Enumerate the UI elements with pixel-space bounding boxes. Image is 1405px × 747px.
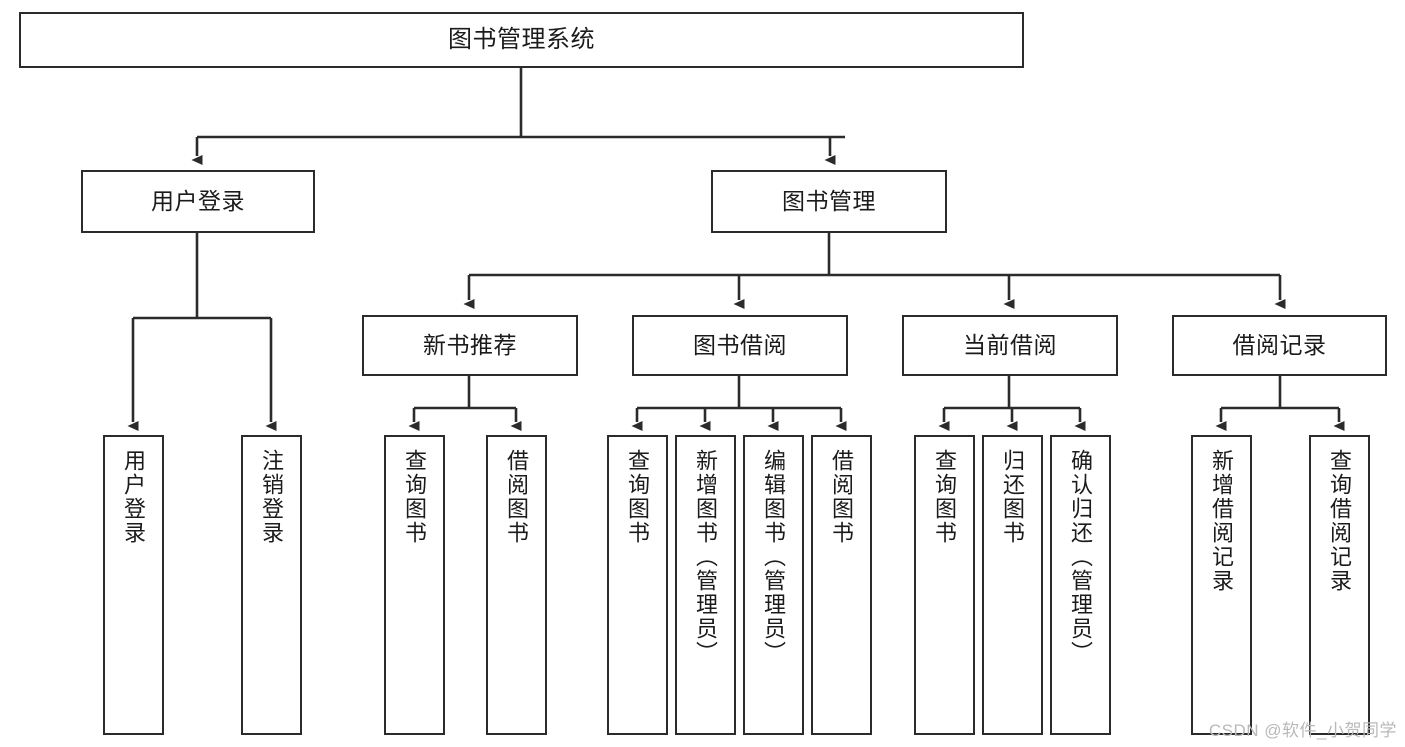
node-label: 新书推荐 (423, 331, 517, 358)
leaf-query-book-current[interactable]: 查询图书 (914, 435, 975, 735)
leaf-query-borrowing-record[interactable]: 查询借阅记录 (1309, 435, 1370, 735)
node-label: 图书管理系统 (448, 25, 595, 53)
node-root-book-management-system[interactable]: 图书管理系统 (19, 12, 1024, 68)
node-label: 编辑图书（管理员） (761, 449, 787, 665)
node-label: 图书管理 (782, 187, 876, 214)
leaf-query-book-recommendation[interactable]: 查询图书 (384, 435, 445, 735)
node-label: 借阅图书 (504, 449, 530, 545)
node-user-login[interactable]: 用户登录 (81, 170, 315, 233)
node-new-book-recommendation[interactable]: 新书推荐 (362, 315, 578, 376)
node-label: 确认归还（管理员） (1068, 449, 1094, 665)
leaf-add-book-admin[interactable]: 新增图书（管理员） (675, 435, 736, 735)
node-label: 借阅图书 (829, 449, 855, 545)
node-current-borrowing[interactable]: 当前借阅 (902, 315, 1118, 376)
leaf-return-book[interactable]: 归还图书 (982, 435, 1043, 735)
node-label: 当前借阅 (963, 331, 1057, 358)
leaf-edit-book-admin[interactable]: 编辑图书（管理员） (743, 435, 804, 735)
node-label: 查询图书 (932, 449, 958, 545)
leaf-add-borrowing-record[interactable]: 新增借阅记录 (1191, 435, 1252, 735)
leaf-logout[interactable]: 注销登录 (241, 435, 302, 735)
leaf-user-login[interactable]: 用户登录 (103, 435, 164, 735)
node-label: 查询借阅记录 (1327, 449, 1353, 593)
node-book-management[interactable]: 图书管理 (711, 170, 947, 233)
leaf-query-book-borrowing[interactable]: 查询图书 (607, 435, 668, 735)
leaf-confirm-return-admin[interactable]: 确认归还（管理员） (1050, 435, 1111, 735)
node-label: 注销登录 (259, 449, 285, 545)
node-label: 新增图书（管理员） (693, 449, 719, 665)
node-label: 归还图书 (1000, 449, 1026, 545)
node-label: 查询图书 (625, 449, 651, 545)
node-label: 借阅记录 (1232, 331, 1327, 358)
node-label: 查询图书 (402, 449, 428, 545)
node-borrowing-record[interactable]: 借阅记录 (1172, 315, 1387, 376)
node-label: 新增借阅记录 (1209, 449, 1235, 593)
node-book-borrowing[interactable]: 图书借阅 (632, 315, 848, 376)
leaf-borrow-book-borrowing[interactable]: 借阅图书 (811, 435, 872, 735)
leaf-borrow-book-recommendation[interactable]: 借阅图书 (486, 435, 547, 735)
node-label: 用户登录 (151, 187, 245, 214)
watermark-text: CSDN @软件_小贺同学 (1208, 721, 1397, 740)
node-label: 图书借阅 (693, 331, 787, 358)
node-label: 用户登录 (121, 449, 147, 545)
